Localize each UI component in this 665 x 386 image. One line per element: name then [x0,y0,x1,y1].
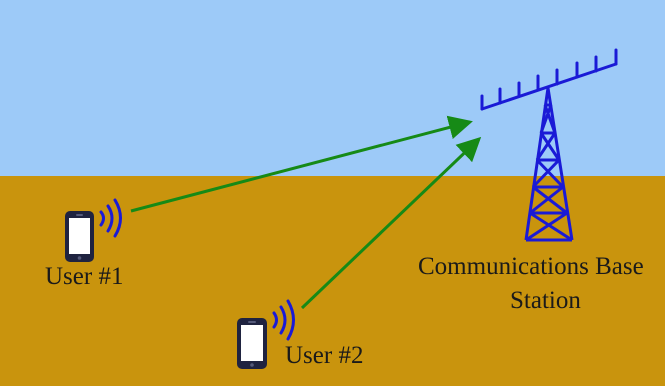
cell-tower-icon [524,87,574,242]
base-station-label-line2: Station [510,287,581,314]
user1-label: User #1 [45,263,124,290]
user1-smartphone-icon [65,211,94,262]
user2-link-arrow [300,136,482,310]
sky-background [0,0,665,176]
user2-smartphone-icon [237,318,267,369]
user1-signal-waves-icon [99,198,122,238]
user1-link-arrow [130,115,473,213]
user2-label: User #2 [285,342,364,369]
base-station-label-line1: Communications Base [418,253,644,280]
user2-signal-waves-icon [272,299,295,341]
antenna-array-icon [480,48,618,111]
